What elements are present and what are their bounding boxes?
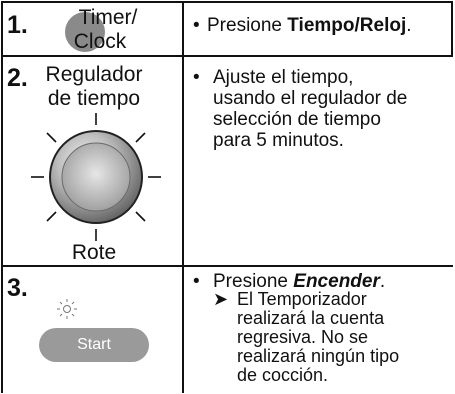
note-line: regresiva. No se [237, 327, 369, 347]
finger-press-icon [65, 12, 105, 52]
instruction-text: Presione Tiempo/Reloj. [207, 15, 412, 36]
table-border-top [1, 1, 453, 3]
instruction-line: selección de tiempo [213, 109, 381, 130]
time-dial-label: Regulador de tiempo [35, 63, 153, 111]
bullet: • [193, 271, 200, 292]
note-line: El Temporizador [237, 289, 367, 309]
step-number: 3. [7, 274, 28, 302]
start-button-label: Start [77, 336, 111, 353]
button-label-line: Timer/ [78, 6, 138, 29]
step-number: 2. [7, 64, 28, 92]
dial-knob-icon [31, 113, 161, 241]
arrow-right-icon: ➤ [213, 289, 229, 309]
note-line: de cocción. [237, 365, 329, 385]
timer-clock-button-label: Timer/ Clock [53, 6, 163, 54]
column-divider [182, 1, 184, 393]
dial-rotate-caption: Rote [71, 241, 117, 264]
control-label-line: Regulador [45, 63, 143, 86]
note-text: El Temporizador realizará la cuenta regr… [237, 290, 451, 385]
table-border-left [1, 1, 3, 393]
instruction-line: usando el regulador de [213, 88, 408, 109]
row-divider-1 [1, 55, 453, 57]
row-divider-2 [1, 265, 453, 267]
step-number: 1. [7, 11, 28, 39]
bullet: • [193, 67, 200, 88]
indicator-light-icon [57, 299, 77, 319]
instruction-text: Ajuste el tiempo, usando el regulador de… [213, 67, 451, 151]
instruction-text: Presione Encender. [213, 271, 386, 292]
note-line: realizará ningún tipo [237, 346, 400, 366]
start-button: Start [39, 328, 149, 362]
bullet: • [193, 15, 200, 36]
instruction-line: Ajuste el tiempo, [213, 67, 354, 88]
button-label-line: Clock [73, 30, 127, 53]
control-label-line: de tiempo [47, 87, 141, 110]
instruction-line: para 5 minutos. [213, 130, 344, 151]
table-border-right [451, 1, 453, 57]
note-line: realizará la cuenta [237, 308, 385, 328]
